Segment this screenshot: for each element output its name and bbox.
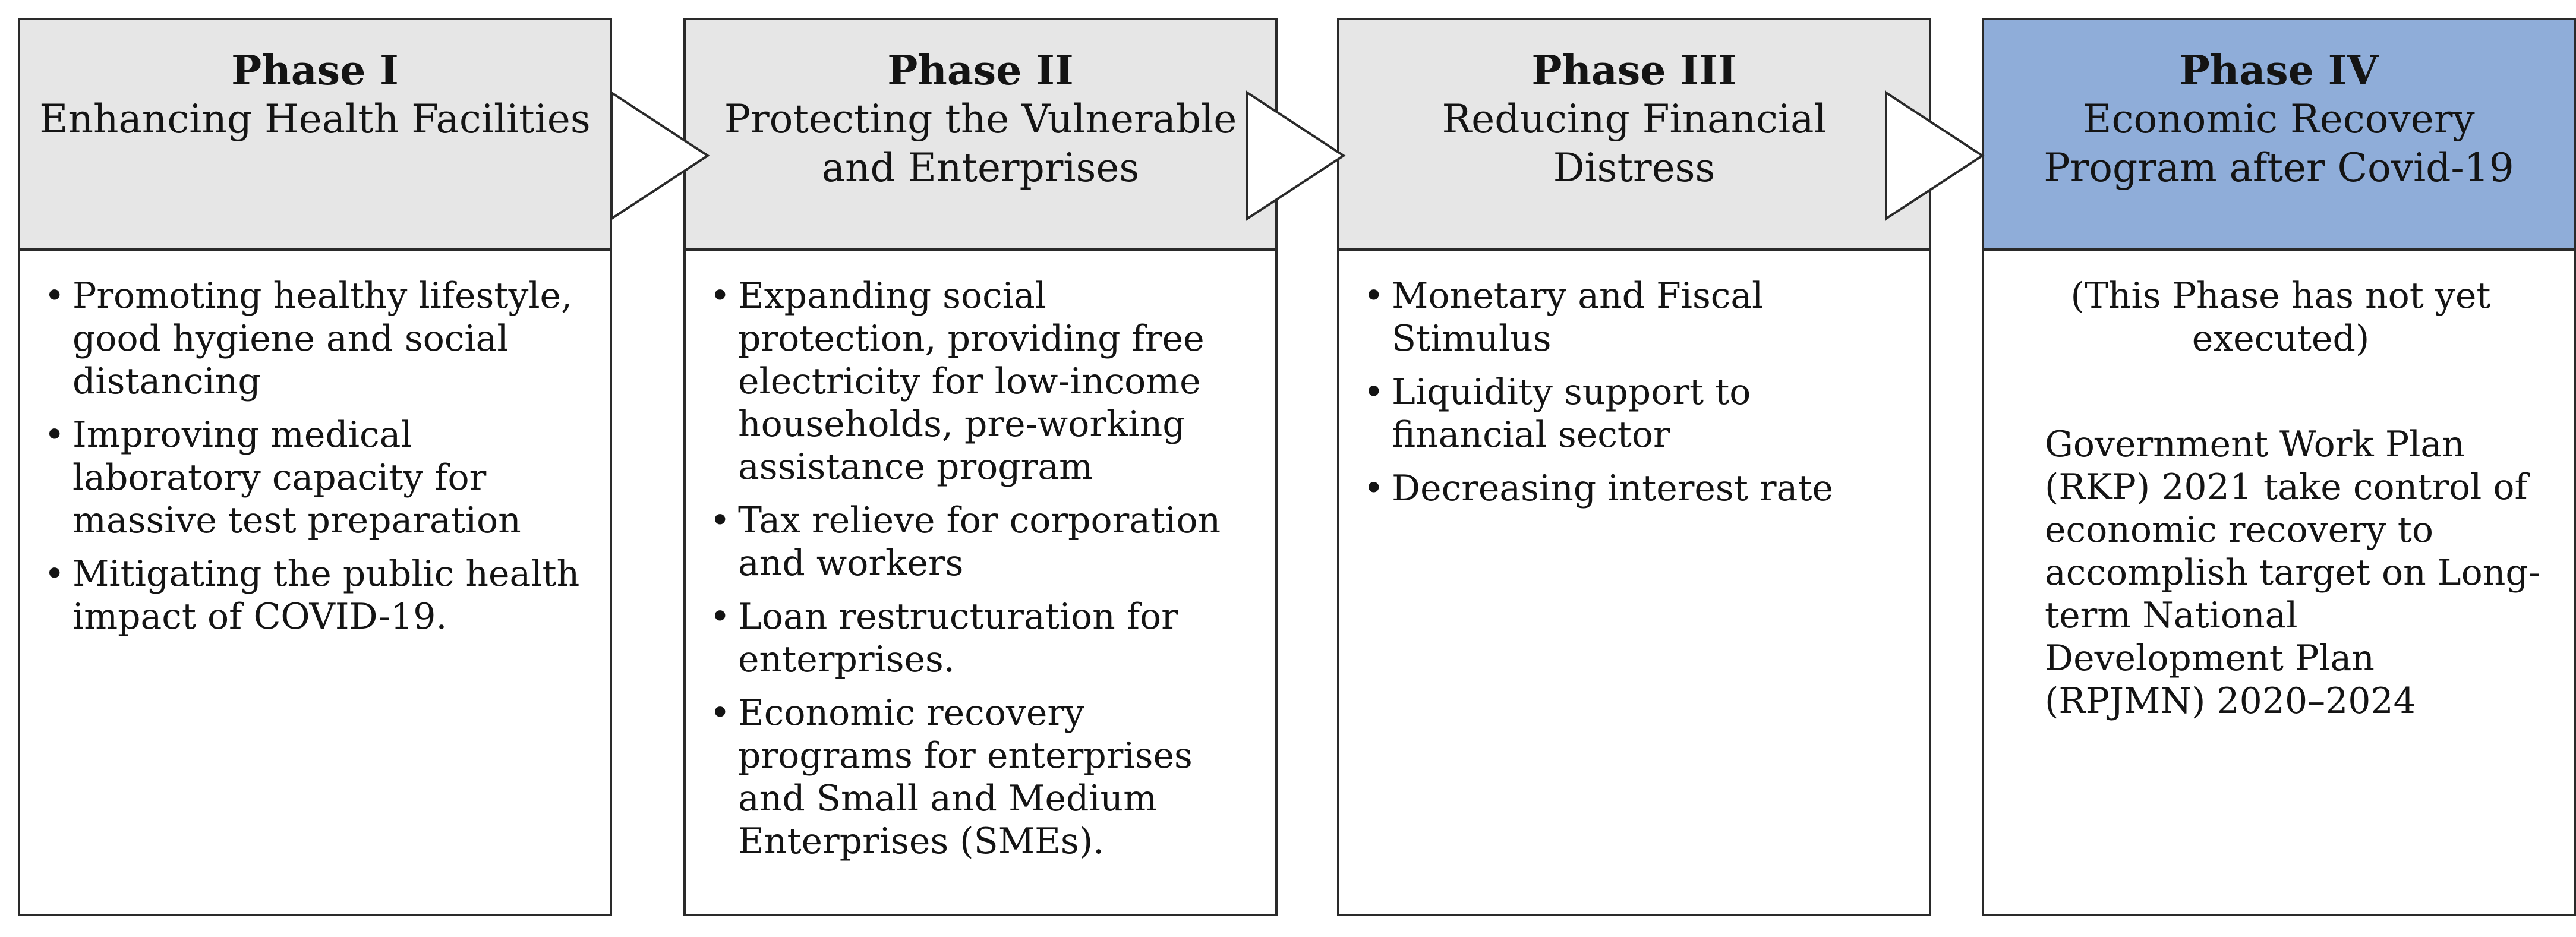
- phase-2-subtitle: Protecting the Vulnerable and Enterprise…: [724, 96, 1237, 191]
- phase-1-box: Phase I Enhancing Health Facilities Prom…: [18, 18, 612, 916]
- phase-3-box: Phase III Reducing Financial Distress Mo…: [1337, 18, 1931, 916]
- phase-4-status-note: (This Phase has not yet executed): [2070, 275, 2491, 359]
- phase-1-body: Promoting healthy lifestyle, good hygien…: [20, 251, 610, 638]
- phase-1-item: Improving medical laboratory capacity fo…: [44, 414, 589, 542]
- arrow-right-icon: [609, 90, 710, 221]
- phase-2-header: Phase II Protecting the Vulnerable and E…: [686, 20, 1275, 251]
- phase-1-header: Phase I Enhancing Health Facilities: [20, 20, 610, 251]
- phase-2-item: Loan restructuration for enterprises.: [710, 595, 1255, 681]
- phase-2-title: Phase II: [887, 47, 1074, 94]
- phase-4-body: (This Phase has not yet executed) Govern…: [1984, 251, 2574, 723]
- phase-1-subtitle: Enhancing Health Facilities: [39, 96, 591, 142]
- phase-4-header: Phase IV Economic Recovery Program after…: [1984, 20, 2574, 251]
- phase-4-subtitle: Economic Recovery Program after Covid-19: [2044, 96, 2514, 191]
- phase-2-list: Expanding social protection, providing f…: [710, 275, 1255, 863]
- phase-4-plan-text: Government Work Plan (RKP) 2021 take con…: [2045, 424, 2541, 722]
- phase-3-item: Liquidity support to financial sector: [1363, 371, 1909, 456]
- phase-2-body: Expanding social protection, providing f…: [686, 251, 1275, 863]
- phase-2-item: Economic recovery programs for enterpris…: [710, 692, 1255, 863]
- phase-2-item: Tax relieve for corporation and workers: [710, 499, 1255, 585]
- phase-3-item: Decreasing interest rate: [1363, 467, 1909, 510]
- phase-3-subtitle: Reducing Financial Distress: [1442, 96, 1827, 191]
- phase-3-list: Monetary and Fiscal Stimulus Liquidity s…: [1363, 275, 1909, 510]
- arrow-right-icon: [1884, 90, 1985, 221]
- phase-1-item: Promoting healthy lifestyle, good hygien…: [44, 275, 589, 403]
- phase-1-list: Promoting healthy lifestyle, good hygien…: [44, 275, 589, 638]
- phase-2-item: Expanding social protection, providing f…: [710, 275, 1255, 488]
- phase-1-title: Phase I: [231, 47, 399, 94]
- phase-3-body: Monetary and Fiscal Stimulus Liquidity s…: [1339, 251, 1929, 510]
- phase-3-item: Monetary and Fiscal Stimulus: [1363, 275, 1909, 360]
- arrow-right-icon: [1245, 90, 1346, 221]
- phase-4-box: Phase IV Economic Recovery Program after…: [1982, 18, 2576, 916]
- phase-4-title: Phase IV: [2179, 47, 2379, 94]
- phase-3-header: Phase III Reducing Financial Distress: [1339, 20, 1929, 251]
- phase-1-item: Mitigating the public health impact of C…: [44, 553, 589, 638]
- phase-3-title: Phase III: [1531, 47, 1737, 94]
- phase-2-box: Phase II Protecting the Vulnerable and E…: [683, 18, 1278, 916]
